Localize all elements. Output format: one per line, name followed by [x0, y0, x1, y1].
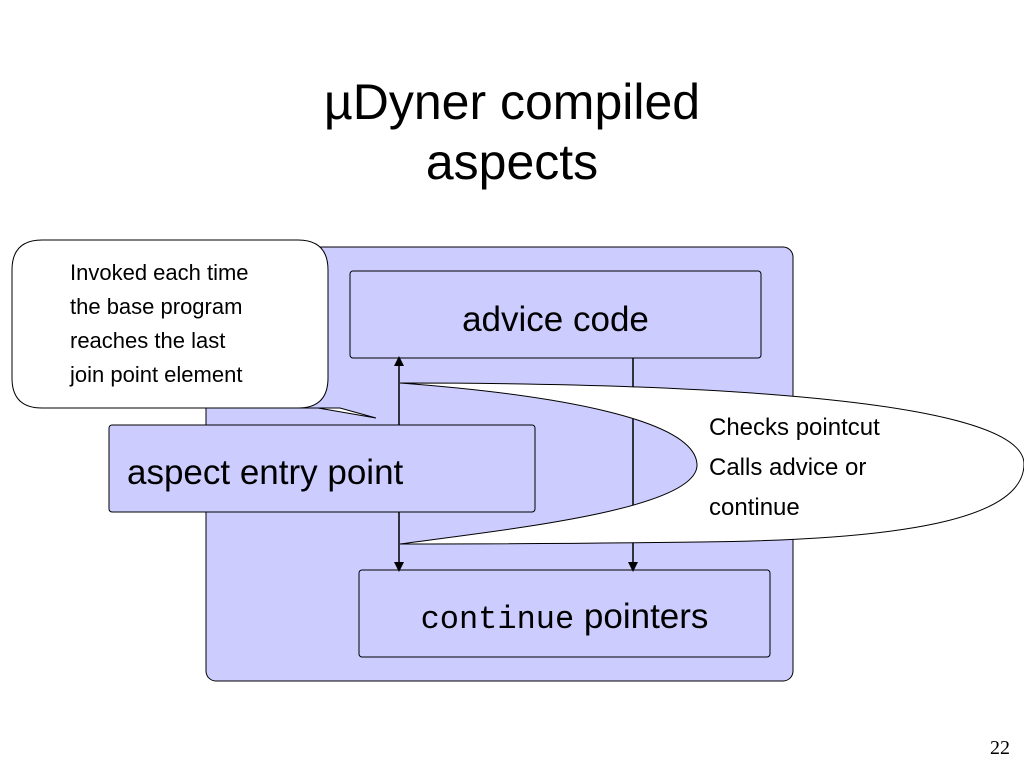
- ellipse-text: Checks pointcut Calls advice or continue: [709, 408, 880, 528]
- slide-title: µDyner compiled aspects: [0, 72, 1024, 192]
- aspect-entry-point-label: aspect entry point: [127, 453, 404, 492]
- continue-pointers-label: continue pointers: [359, 597, 770, 638]
- callout-bubble: [11, 239, 377, 419]
- continue-pointers-box: [358, 569, 771, 658]
- page-number: 22: [990, 737, 1010, 759]
- callout-line: join point element: [70, 362, 243, 387]
- ellipse-callout: [399, 382, 1024, 545]
- aspect-entry-point-box: [108, 424, 536, 513]
- ellipse-line: continue: [709, 494, 800, 521]
- pointers-text: pointers: [574, 597, 709, 636]
- ellipse-line: Checks pointcut: [709, 414, 880, 441]
- slide-title-line-1: µDyner compiled: [323, 74, 701, 130]
- callout-line: the base program: [70, 294, 243, 319]
- callout-line: reaches the last: [70, 328, 226, 353]
- callout-line: Invoked each time: [70, 260, 249, 285]
- advice-code-label: advice code: [462, 300, 649, 339]
- continue-keyword: continue: [420, 601, 575, 638]
- callout-text: Invoked each time the base program reach…: [70, 256, 308, 392]
- slide-title-line-2: aspects: [425, 134, 599, 190]
- advice-code-box: [349, 270, 762, 359]
- ellipse-line: Calls advice or: [709, 454, 867, 481]
